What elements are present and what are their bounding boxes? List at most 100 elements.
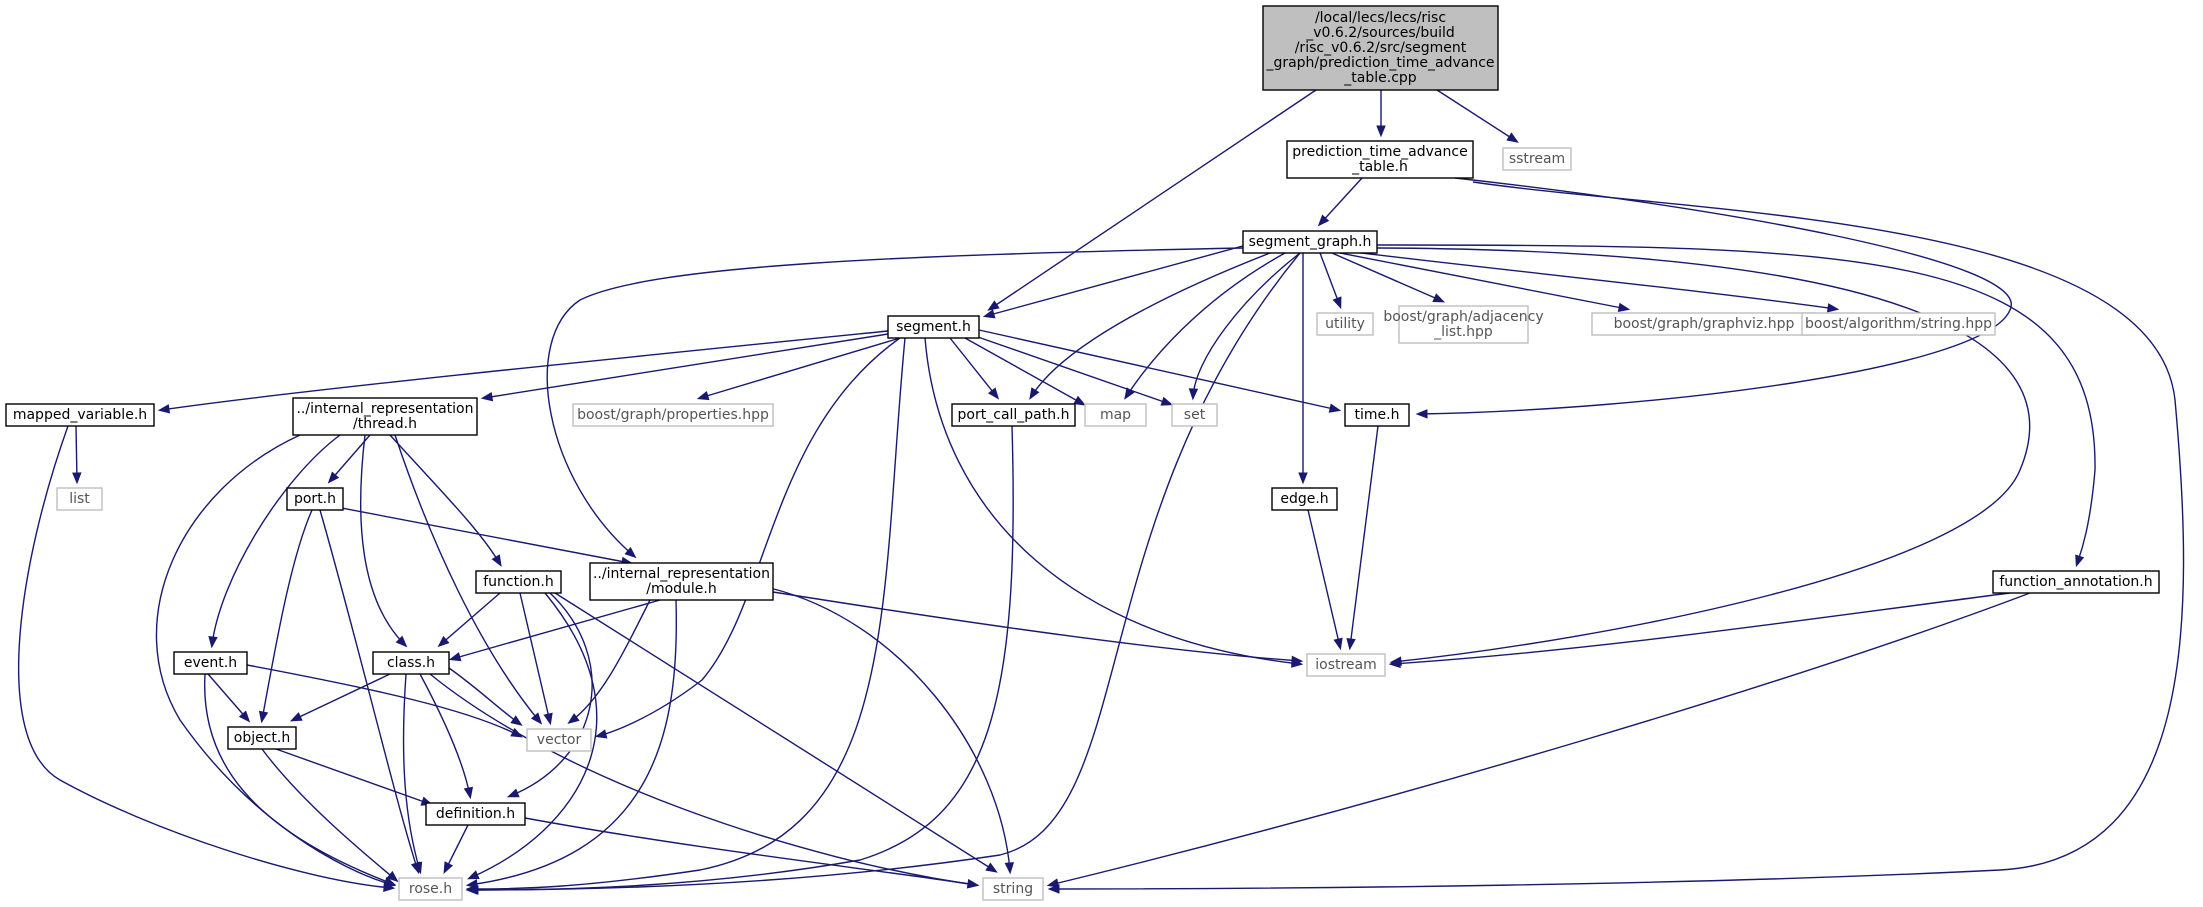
arrowhead — [543, 712, 553, 726]
arrowhead — [157, 404, 171, 414]
edge-segment-to-mapped_variable — [157, 330, 889, 414]
edge-thread-to-event — [208, 434, 341, 649]
arrowhead — [1073, 395, 1086, 406]
node-time[interactable]: time.h — [1344, 403, 1410, 427]
node-box — [1502, 147, 1572, 171]
node-box — [1992, 570, 2160, 594]
edge-event-to-rose — [203, 673, 397, 886]
edge-port-to-object — [258, 509, 313, 724]
arrowhead — [567, 713, 580, 724]
node-definition[interactable]: definition.h — [425, 802, 526, 826]
edge-class-to-object — [289, 673, 391, 722]
arrowhead — [1298, 472, 1308, 485]
edge-segment_graph-to-port_call_path — [1029, 252, 1271, 400]
node-label-line: segment_graph.h — [1249, 234, 1372, 250]
node-box — [1286, 140, 1474, 179]
arrowhead — [985, 862, 998, 873]
node-label-line: vector — [537, 732, 582, 748]
node-graphviz: boost/graph/graphviz.hpp — [1591, 312, 1817, 336]
node-object[interactable]: object.h — [227, 726, 297, 750]
edge-segment_graph-to-set — [1188, 252, 1301, 401]
node-string: string — [982, 877, 1044, 901]
node-box — [5, 403, 155, 427]
arrowhead — [624, 546, 637, 559]
node-mapped-variable[interactable]: mapped_variable.h — [5, 403, 155, 427]
node-utility: utility — [1316, 312, 1374, 336]
node-label-line: _v0.6.2/sources/build — [1305, 25, 1455, 41]
arrowhead — [594, 729, 608, 739]
arrowhead — [1333, 637, 1343, 651]
node-label-line: ../internal_representation — [593, 566, 770, 582]
node-box — [227, 726, 297, 750]
arrowhead — [510, 715, 523, 726]
node-port[interactable]: port.h — [286, 487, 344, 511]
node-port-call-path[interactable]: port_call_path.h — [951, 403, 1076, 427]
node-label-line: port_call_path.h — [958, 407, 1070, 423]
arrowhead — [1317, 214, 1330, 227]
node-label-line: segment.h — [896, 319, 971, 335]
node-event[interactable]: event.h — [173, 651, 248, 675]
node-vector: vector — [526, 728, 592, 752]
arrowhead — [982, 309, 996, 319]
edge-root-to-ptat — [1376, 90, 1386, 138]
edge-edge-to-iostream — [1307, 509, 1343, 651]
node-class[interactable]: class.h — [372, 651, 450, 675]
arrowhead — [1388, 658, 1401, 669]
node-rose: rose.h — [398, 877, 463, 901]
node-ptat[interactable]: prediction_time_advance_table.h — [1286, 140, 1474, 179]
edge-mapped_variable-to-list — [72, 425, 82, 485]
edge-thread-to-class — [360, 434, 408, 648]
node-iostream: iostream — [1306, 653, 1386, 677]
node-thread[interactable]: ../internal_representation/thread.h — [292, 397, 478, 436]
arrowhead — [491, 554, 502, 567]
node-label-line: boost/graph/adjacency — [1383, 309, 1543, 325]
node-root[interactable]: /local/lecs/lecs/risc_v0.6.2/sources/bui… — [1262, 5, 1499, 91]
edge-module-to-rose — [465, 599, 678, 889]
node-label-line: sstream — [1509, 151, 1565, 167]
node-function-annotation[interactable]: function_annotation.h — [1992, 570, 2160, 594]
arrowhead — [443, 861, 454, 874]
edge-object-to-definition — [275, 748, 434, 806]
edge-port_call_path-to-rose — [465, 425, 1014, 895]
node-segment[interactable]: segment.h — [887, 315, 980, 339]
arrowhead — [1506, 132, 1519, 143]
node-label-line: time.h — [1355, 407, 1400, 423]
arrowhead — [1004, 862, 1015, 875]
node-box — [1271, 487, 1338, 511]
edge-segment-to-time — [978, 329, 1342, 413]
node-label-line: function.h — [483, 574, 554, 590]
edge-thread-to-function — [389, 434, 502, 567]
node-box — [1084, 403, 1147, 427]
edge-class-to-vector — [448, 667, 523, 726]
node-box — [292, 397, 478, 436]
node-function[interactable]: function.h — [475, 570, 562, 594]
edge-ptat-to-segment_graph — [1317, 177, 1363, 227]
node-label-line: list — [69, 491, 90, 507]
node-label-line: ../internal_representation — [296, 401, 473, 417]
arrowhead — [1332, 296, 1342, 310]
node-module[interactable]: ../internal_representation/module.h — [589, 562, 774, 601]
edge-definition-to-string — [524, 817, 980, 889]
node-box — [286, 487, 344, 511]
arrowhead — [1160, 396, 1174, 406]
node-properties: boost/graph/properties.hpp — [572, 403, 774, 427]
nodes-layer: /local/lecs/lecs/risc_v0.6.2/sources/bui… — [5, 5, 2160, 901]
arrowhead — [465, 885, 478, 895]
edge-segment-to-vector — [594, 337, 901, 739]
arrowhead — [386, 870, 399, 883]
node-label-line: boost/algorithm/string.hpp — [1805, 316, 1992, 332]
node-label-line: rose.h — [409, 881, 452, 897]
node-edge[interactable]: edge.h — [1271, 487, 1338, 511]
node-label-line: function_annotation.h — [1999, 574, 2152, 590]
node-box — [425, 802, 526, 826]
arrowhead — [465, 879, 479, 889]
edge-root-to-sstream — [1436, 89, 1519, 143]
edge-segment-to-port_call_path — [949, 337, 1000, 400]
node-segment-graph[interactable]: segment_graph.h — [1242, 230, 1378, 254]
node-box — [887, 315, 980, 339]
edge-segment-to-properties — [696, 337, 901, 401]
node-label-line: boost/graph/properties.hpp — [577, 407, 769, 423]
edge-segment-to-map — [964, 337, 1086, 406]
edge-segment_graph-to-function_annotation — [1376, 244, 2096, 568]
node-label-line: _table.h — [1351, 159, 1408, 175]
